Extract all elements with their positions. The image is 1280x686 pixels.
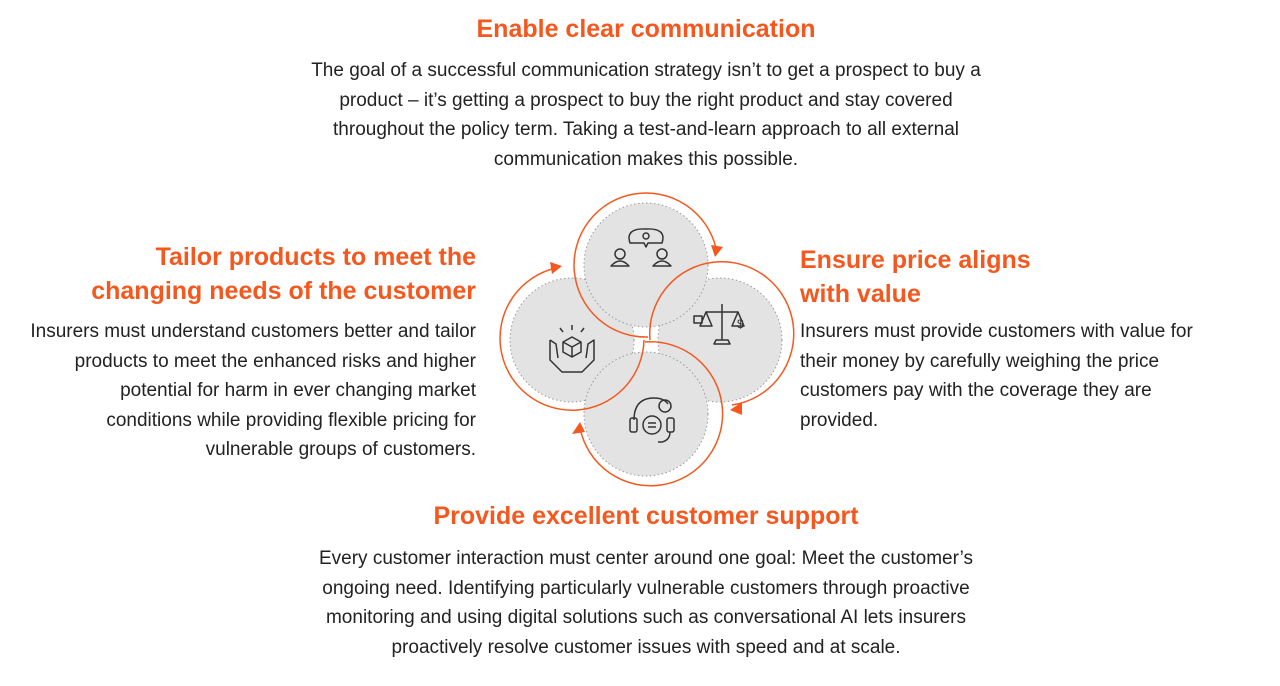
circle-bottom xyxy=(583,351,709,477)
arc-top xyxy=(573,192,717,338)
arc-right xyxy=(648,260,795,406)
svg-text:$: $ xyxy=(737,317,744,331)
left-body: Insurers must understand customers bette… xyxy=(30,321,476,460)
conversation-idea-icon xyxy=(610,228,672,267)
arrow-right xyxy=(730,402,742,415)
arrow-top xyxy=(711,245,723,257)
arc-left xyxy=(499,267,645,411)
bottom-title: Provide excellent customer support xyxy=(433,502,859,530)
circle-top xyxy=(583,202,709,328)
headset-support-icon xyxy=(629,397,675,443)
arrow-bottom xyxy=(572,422,585,434)
balance-scale-icon: $ xyxy=(693,304,745,345)
top-title: Enable clear communication xyxy=(476,15,816,43)
arc-bottom xyxy=(579,341,724,487)
bottom-body: Every customer interaction must center a… xyxy=(318,548,974,658)
hands-box-icon xyxy=(549,325,595,373)
right-title: Ensure price aligns with value xyxy=(800,246,1031,308)
top-body: The goal of a successful communication s… xyxy=(311,60,981,170)
right-body: Insurers must provide customers with val… xyxy=(800,321,1193,431)
left-title: Tailor products to meet the changing nee… xyxy=(91,243,476,305)
arrow-left xyxy=(550,262,562,274)
